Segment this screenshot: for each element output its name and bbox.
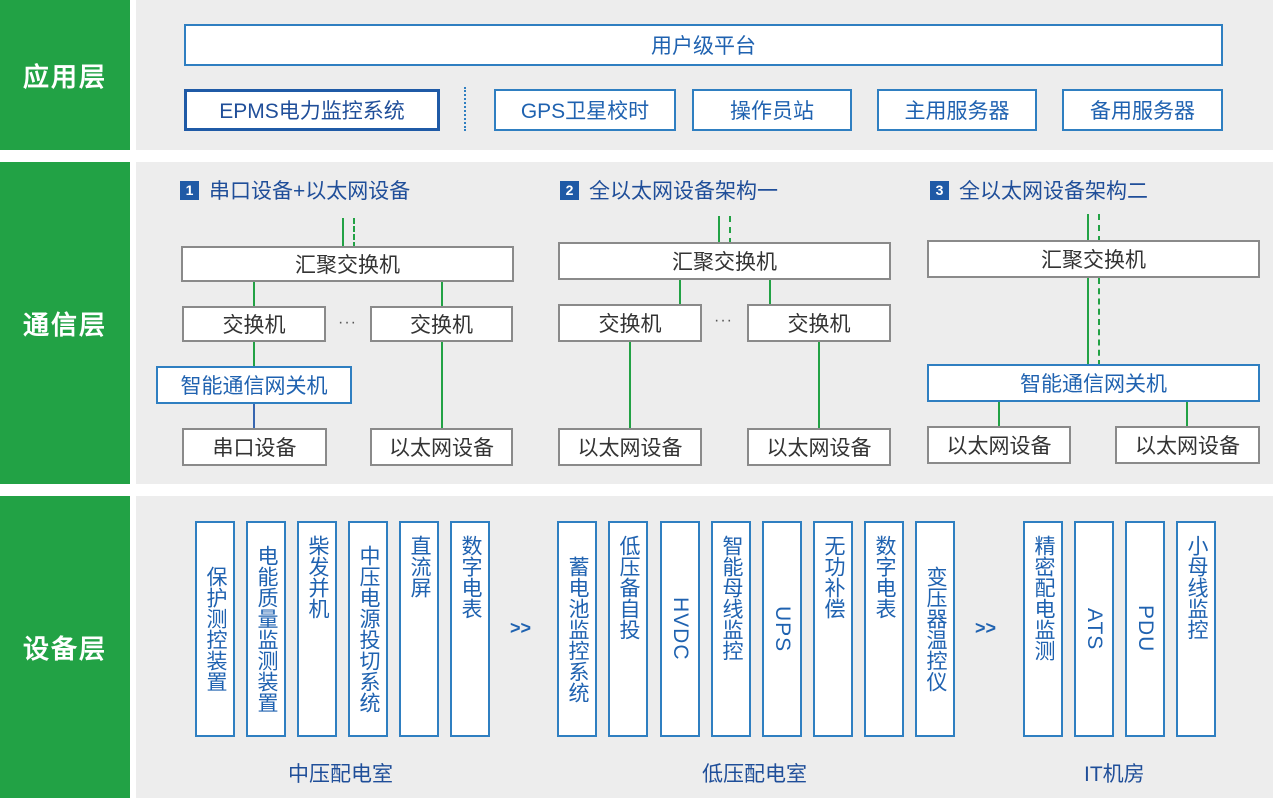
room-label-mv: 中压配电室	[288, 763, 393, 786]
arch1-link-agg-sw1	[253, 282, 255, 308]
arch1-title-text: 串口设备+以太网设备	[209, 180, 411, 203]
arch3-link-gateway-eth1	[998, 402, 1000, 428]
arch2-number: 2	[560, 180, 579, 200]
device-it-0[interactable]: 精密配电监测	[1023, 521, 1063, 737]
device-lv-2[interactable]: HVDC	[660, 521, 700, 737]
arch3-uplink-solid	[1087, 214, 1089, 242]
device-lv-5[interactable]: 无功补偿	[813, 521, 853, 737]
arch2-ethernet-device-2[interactable]: 以太网设备	[747, 428, 891, 466]
room-label-lv: 低压配电室	[702, 763, 807, 786]
equipment-layer-label: 设备层	[0, 496, 130, 798]
arch2-title: 2 全以太网设备架构一	[560, 177, 778, 203]
arch1-aggregation-switch[interactable]: 汇聚交换机	[181, 246, 514, 282]
arch2-link-agg-sw2	[769, 280, 771, 306]
arch2-title-text: 全以太网设备架构一	[589, 180, 778, 203]
device-lv-0[interactable]: 蓄电池监控系统	[557, 521, 597, 737]
device-it-3[interactable]: 小母线监控	[1176, 521, 1216, 737]
arch1-ethernet-device[interactable]: 以太网设备	[370, 428, 513, 466]
dotted-divider	[464, 87, 466, 131]
arch3-gateway[interactable]: 智能通信网关机	[927, 364, 1260, 402]
device-it-1[interactable]: ATS	[1074, 521, 1114, 737]
application-layer-label: 应用层	[0, 0, 130, 150]
main-server-box[interactable]: 主用服务器	[877, 89, 1037, 131]
arrow-lv-it: >>	[975, 618, 997, 638]
arch3-uplink-dashed	[1098, 214, 1100, 242]
arch1-link-gateway-serial	[253, 404, 255, 430]
arch1-switch-1[interactable]: 交换机	[182, 306, 326, 342]
arch1-ellipsis: ···	[338, 314, 357, 331]
user-platform-box[interactable]: 用户级平台	[184, 24, 1223, 66]
operator-station-box[interactable]: 操作员站	[692, 89, 852, 131]
arch1-uplink-solid	[342, 218, 344, 248]
arch2-uplink-dashed	[729, 216, 731, 244]
device-mv-4[interactable]: 直流屏	[399, 521, 439, 737]
device-mv-3[interactable]: 中压电源投切系统	[348, 521, 388, 737]
arch2-link-agg-sw1	[679, 280, 681, 306]
epms-system-box[interactable]: EPMS电力监控系统	[184, 89, 440, 131]
gps-time-box[interactable]: GPS卫星校时	[494, 89, 676, 131]
arch1-gateway[interactable]: 智能通信网关机	[156, 366, 352, 404]
arch2-ethernet-device-1[interactable]: 以太网设备	[558, 428, 702, 466]
arch3-link-gateway-eth2	[1186, 402, 1188, 428]
device-lv-1[interactable]: 低压备自投	[608, 521, 648, 737]
arch1-switch-2[interactable]: 交换机	[370, 306, 513, 342]
device-mv-5[interactable]: 数字电表	[450, 521, 490, 737]
arch3-number: 3	[930, 180, 949, 200]
communication-layer-label: 通信层	[0, 162, 130, 484]
arrow-mv-lv: >>	[510, 618, 532, 638]
arch2-uplink-solid	[718, 216, 720, 244]
device-lv-6[interactable]: 数字电表	[864, 521, 904, 737]
arch2-link-sw2-eth	[818, 342, 820, 430]
room-label-it: IT机房	[1084, 763, 1145, 786]
device-lv-7[interactable]: 变压器温控仪	[915, 521, 955, 737]
device-mv-1[interactable]: 电能质量监测装置	[246, 521, 286, 737]
arch2-ellipsis: ···	[714, 312, 733, 329]
arch1-link-sw1-gateway	[253, 342, 255, 368]
device-mv-2[interactable]: 柴发并机	[297, 521, 337, 737]
arch1-link-sw2-eth	[441, 342, 443, 430]
arch2-switch-1[interactable]: 交换机	[558, 304, 702, 342]
arch3-link-agg-gateway-solid	[1087, 278, 1089, 366]
backup-server-box[interactable]: 备用服务器	[1062, 89, 1223, 131]
arch3-ethernet-device-2[interactable]: 以太网设备	[1115, 426, 1260, 464]
arch1-number: 1	[180, 180, 199, 200]
device-lv-3[interactable]: 智能母线监控	[711, 521, 751, 737]
arch3-title: 3 全以太网设备架构二	[930, 177, 1148, 203]
arch2-switch-2[interactable]: 交换机	[747, 304, 891, 342]
arch3-aggregation-switch[interactable]: 汇聚交换机	[927, 240, 1260, 278]
arch3-link-agg-gateway-dashed	[1098, 278, 1100, 366]
arch3-title-text: 全以太网设备架构二	[959, 180, 1148, 203]
arch1-uplink-dashed	[353, 218, 355, 248]
arch3-ethernet-device-1[interactable]: 以太网设备	[927, 426, 1071, 464]
arch1-serial-device[interactable]: 串口设备	[182, 428, 327, 466]
device-lv-4[interactable]: UPS	[762, 521, 802, 737]
arch2-link-sw1-eth	[629, 342, 631, 430]
device-it-2[interactable]: PDU	[1125, 521, 1165, 737]
arch1-title: 1 串口设备+以太网设备	[180, 177, 410, 203]
arch2-aggregation-switch[interactable]: 汇聚交换机	[558, 242, 891, 280]
device-mv-0[interactable]: 保护测控装置	[195, 521, 235, 737]
arch1-link-agg-sw2	[441, 282, 443, 308]
